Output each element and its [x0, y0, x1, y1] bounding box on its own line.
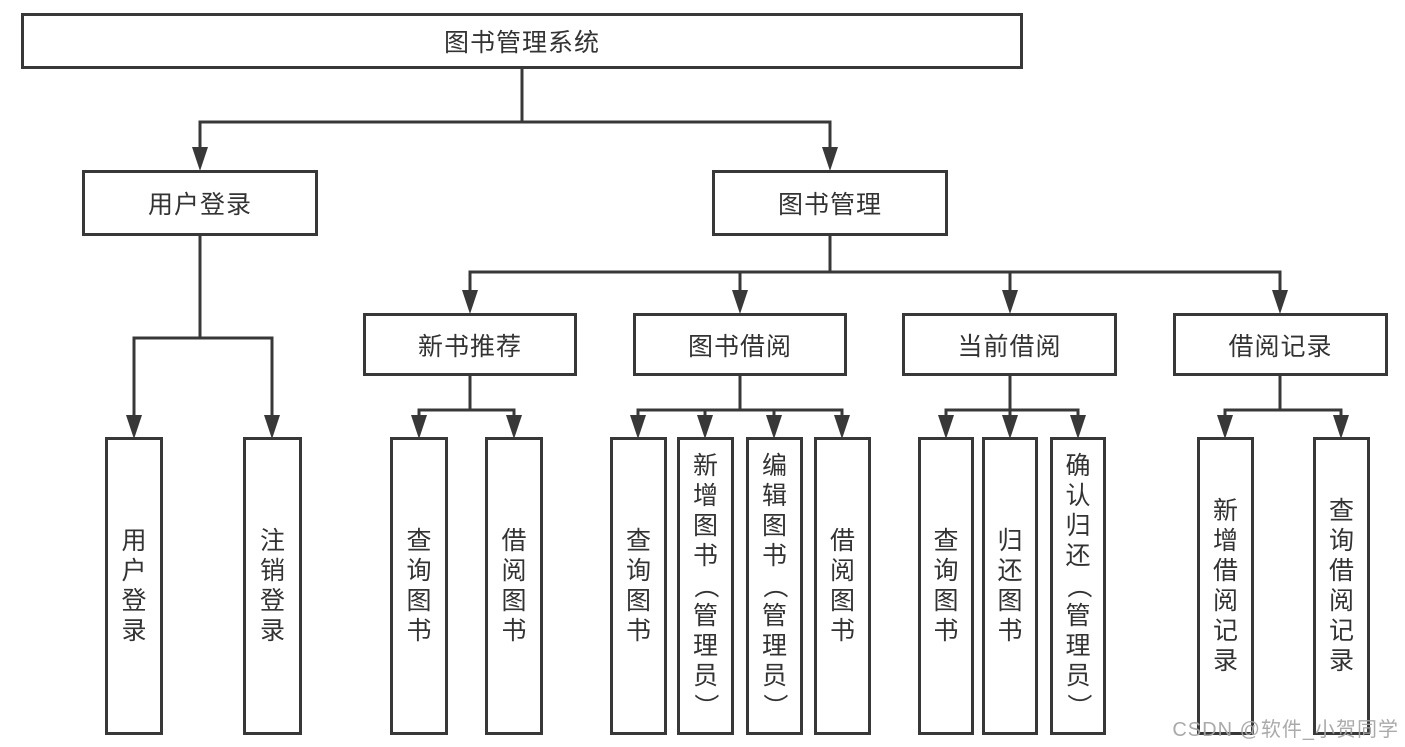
leaf-confirm-return-admin: 确认归还（管理员）	[1050, 437, 1106, 735]
node-book-management: 图书管理	[712, 170, 948, 236]
node-new-book-recommendation: 新书推荐	[363, 313, 577, 376]
node-library-management-system: 图书管理系统	[21, 13, 1023, 69]
node-borrowing-records: 借阅记录	[1173, 313, 1388, 376]
leaf-query-borrow-record: 查询借阅记录	[1313, 437, 1370, 735]
leaf-add-borrow-record: 新增借阅记录	[1197, 437, 1254, 735]
node-current-borrowing: 当前借阅	[902, 313, 1117, 376]
leaf-query-books-recommend: 查询图书	[390, 437, 448, 735]
leaf-query-books-borrow: 查询图书	[610, 437, 667, 735]
leaf-edit-books-admin: 编辑图书（管理员）	[746, 437, 803, 735]
node-book-borrowing: 图书借阅	[633, 313, 847, 376]
leaf-return-books: 归还图书	[982, 437, 1038, 735]
leaf-query-books-current: 查询图书	[918, 437, 974, 735]
leaf-user-login: 用户登录	[105, 437, 163, 735]
leaf-borrow-books-recommend: 借阅图书	[485, 437, 543, 735]
leaf-logout-login: 注销登录	[243, 437, 302, 735]
node-user-login: 用户登录	[82, 170, 318, 236]
leaf-add-books-admin: 新增图书（管理员）	[677, 437, 734, 735]
leaf-borrow-books: 借阅图书	[814, 437, 871, 735]
watermark: CSDN @软件_小贺同学	[1172, 719, 1399, 741]
